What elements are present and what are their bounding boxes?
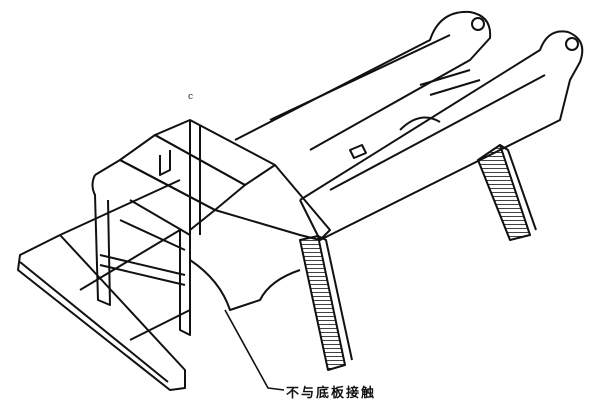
support-left	[299, 235, 353, 371]
front-beam	[299, 30, 584, 241]
base-rail	[17, 179, 301, 391]
callout-leader-line	[224, 309, 285, 391]
support-right	[477, 144, 537, 241]
rear-beam	[234, 10, 492, 151]
callout-label: 不与底板接触	[286, 386, 377, 401]
point-mark-label: c	[188, 92, 194, 102]
cage-frame	[91, 119, 331, 336]
